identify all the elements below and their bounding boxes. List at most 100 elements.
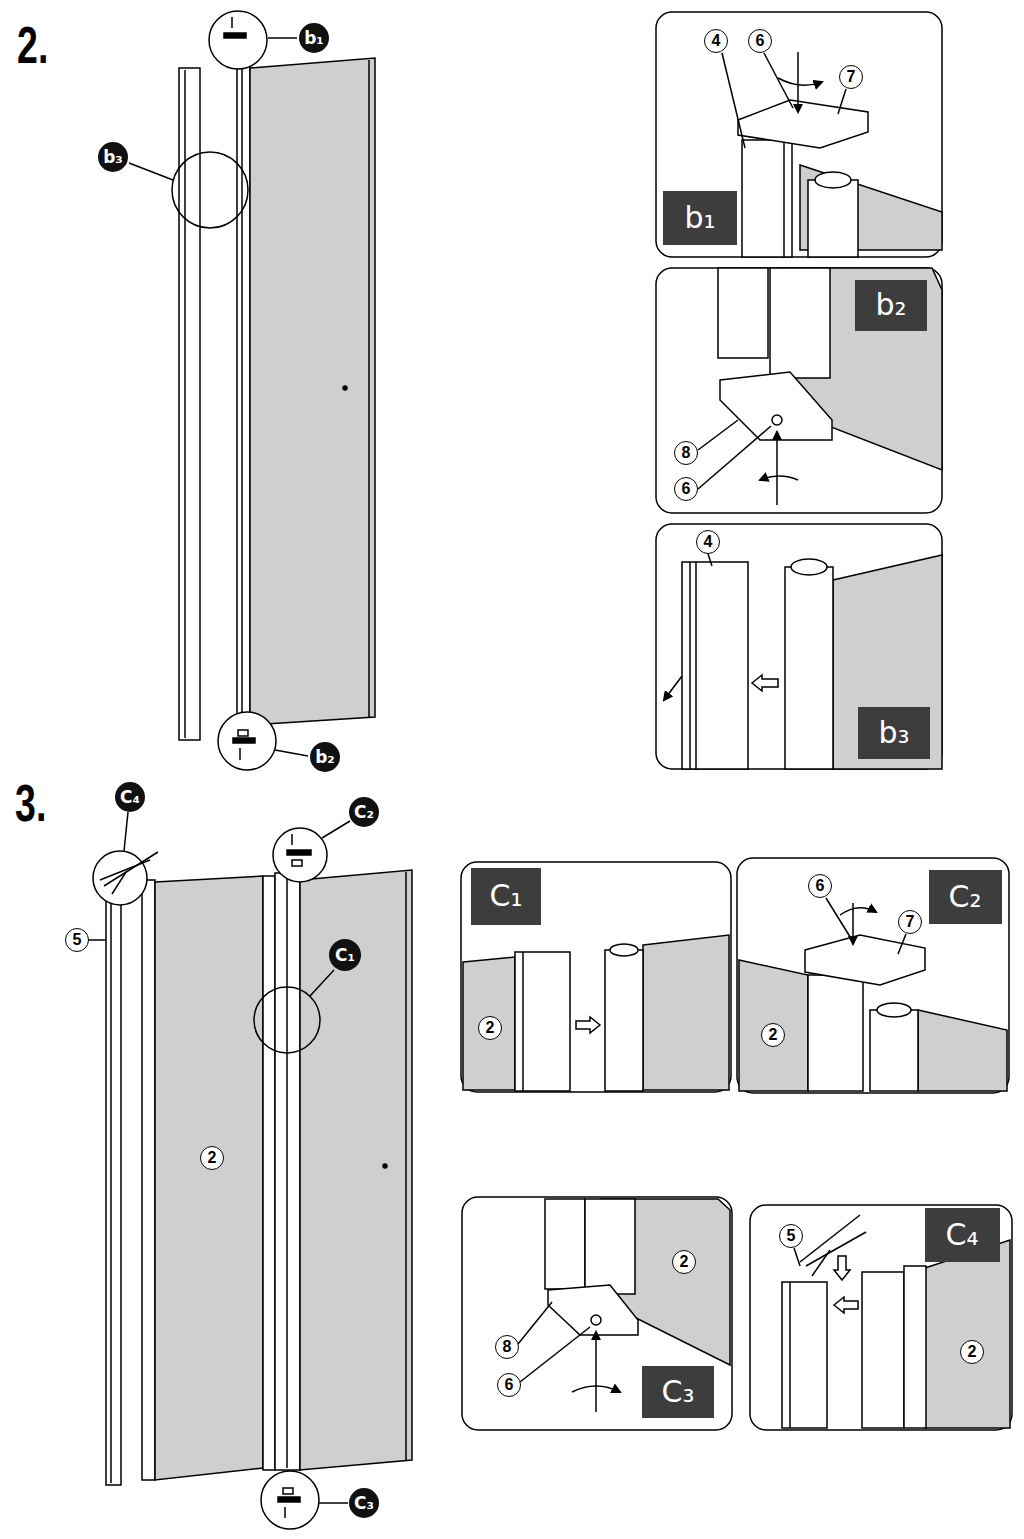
step2-main-part	[172, 152, 248, 228]
detail-b1-part	[778, 78, 822, 85]
step3-main-part	[284, 1507, 286, 1518]
detail-panels-part	[462, 1197, 732, 1430]
detail-c2-part	[808, 975, 863, 1091]
callout-text: C₂	[354, 804, 374, 821]
detail-c4-part	[834, 1256, 850, 1280]
detail-b1-part	[742, 140, 792, 257]
callout-circle: b₃	[98, 142, 128, 172]
step2-main	[129, 11, 375, 770]
detail-c3-part	[595, 1332, 597, 1412]
callout-circle: C₃	[349, 1488, 379, 1518]
detail-c2-part	[898, 934, 906, 954]
detail-b2-part	[718, 268, 768, 358]
detail-c2-part	[918, 1010, 1007, 1091]
step3-main-part	[283, 1488, 293, 1494]
detail-b3-part	[682, 562, 748, 769]
detail-c1-part	[522, 952, 524, 1091]
callout-text: b₂	[315, 749, 335, 766]
callout-text: b₂	[875, 290, 906, 320]
detail-c4	[782, 1215, 1010, 1428]
step2-main-part	[231, 17, 233, 28]
detail-b2-part	[760, 476, 798, 480]
step3-main-part	[286, 875, 288, 1468]
detail-c4-part	[862, 1272, 904, 1428]
step3-main-part	[275, 873, 300, 1470]
callout-text: b₃	[878, 718, 909, 748]
detail-label-box: C₄	[925, 1208, 1000, 1262]
callout-text: C₃	[662, 1377, 695, 1407]
detail-panels-part	[656, 268, 942, 513]
detail-c3-part	[545, 1199, 585, 1289]
detail-c4-part	[782, 1282, 827, 1428]
detail-c1-part	[576, 1017, 600, 1033]
callout-text: C₁	[490, 881, 523, 911]
callout-number: 8	[674, 441, 698, 465]
detail-c1-part	[643, 935, 729, 1090]
detail-c3-part	[591, 1315, 601, 1325]
step2-main-part	[233, 738, 255, 743]
callout-number: 6	[808, 874, 832, 898]
callout-text: C₃	[354, 1495, 374, 1512]
step3-main-part	[300, 870, 412, 1470]
detail-label-box: b₂	[855, 280, 927, 331]
callout-circle: C₁	[329, 939, 361, 971]
callout-number: 5	[779, 1224, 803, 1248]
callout-number: 8	[495, 1335, 519, 1359]
detail-c1-part	[610, 944, 638, 956]
step3-main-part	[142, 880, 155, 1480]
detail-c4-part	[794, 1248, 800, 1266]
step-number: 2.	[17, 19, 48, 71]
callout-number: 4	[696, 530, 720, 554]
callout-number: 2	[761, 1023, 785, 1047]
callout-number: 6	[748, 29, 772, 53]
step3-main-part	[155, 876, 263, 1480]
detail-b1-part	[738, 100, 868, 148]
detail-panels-part	[656, 524, 942, 769]
detail-b2-part	[776, 432, 778, 505]
callout-text: C₂	[949, 882, 982, 912]
detail-b2	[698, 268, 942, 505]
step3-main-part	[93, 851, 147, 905]
step2-main-part	[218, 712, 276, 770]
detail-panels-part	[737, 858, 1009, 1093]
callout-number: 5	[65, 928, 89, 952]
step3-main-part	[291, 834, 293, 845]
detail-b1-part	[808, 180, 858, 257]
detail-b2-part	[698, 426, 771, 489]
detail-c3-part	[572, 1386, 620, 1392]
step3-main-part	[263, 876, 275, 1470]
callout-number: 6	[674, 477, 698, 501]
detail-b3-part	[752, 675, 778, 691]
detail-b2-part	[770, 268, 830, 378]
step2-main-part	[275, 750, 308, 756]
callout-circle: C₂	[349, 797, 379, 827]
detail-b1-part	[797, 52, 799, 112]
callout-number: 7	[839, 65, 863, 89]
step2-main-part	[368, 60, 370, 718]
step2-main-part	[209, 11, 267, 69]
detail-c2-part	[840, 908, 876, 915]
callout-number: 2	[478, 1016, 502, 1040]
detail-c1-part	[463, 957, 515, 1090]
detail-b3-part	[708, 554, 712, 566]
callout-circle: C₄	[115, 782, 145, 812]
detail-b3-part	[689, 562, 691, 769]
detail-b3-part	[695, 562, 697, 769]
detail-c2-part	[877, 1003, 911, 1017]
detail-label-box: C₂	[929, 870, 1002, 924]
step3-main-part	[310, 970, 334, 996]
callout-number: 7	[898, 910, 922, 934]
step3-main-part	[322, 821, 350, 838]
step3-main-part	[106, 885, 121, 1485]
callout-text: b₃	[103, 149, 123, 166]
detail-panels	[461, 12, 1012, 1430]
step2-main-part	[129, 163, 173, 180]
step3-main-part	[319, 1502, 348, 1504]
step3-main-part	[254, 987, 320, 1053]
detail-c4-part	[789, 1282, 791, 1428]
step3-main-part	[292, 860, 302, 866]
step2-main-part	[241, 68, 243, 724]
detail-b2-part	[720, 372, 832, 440]
